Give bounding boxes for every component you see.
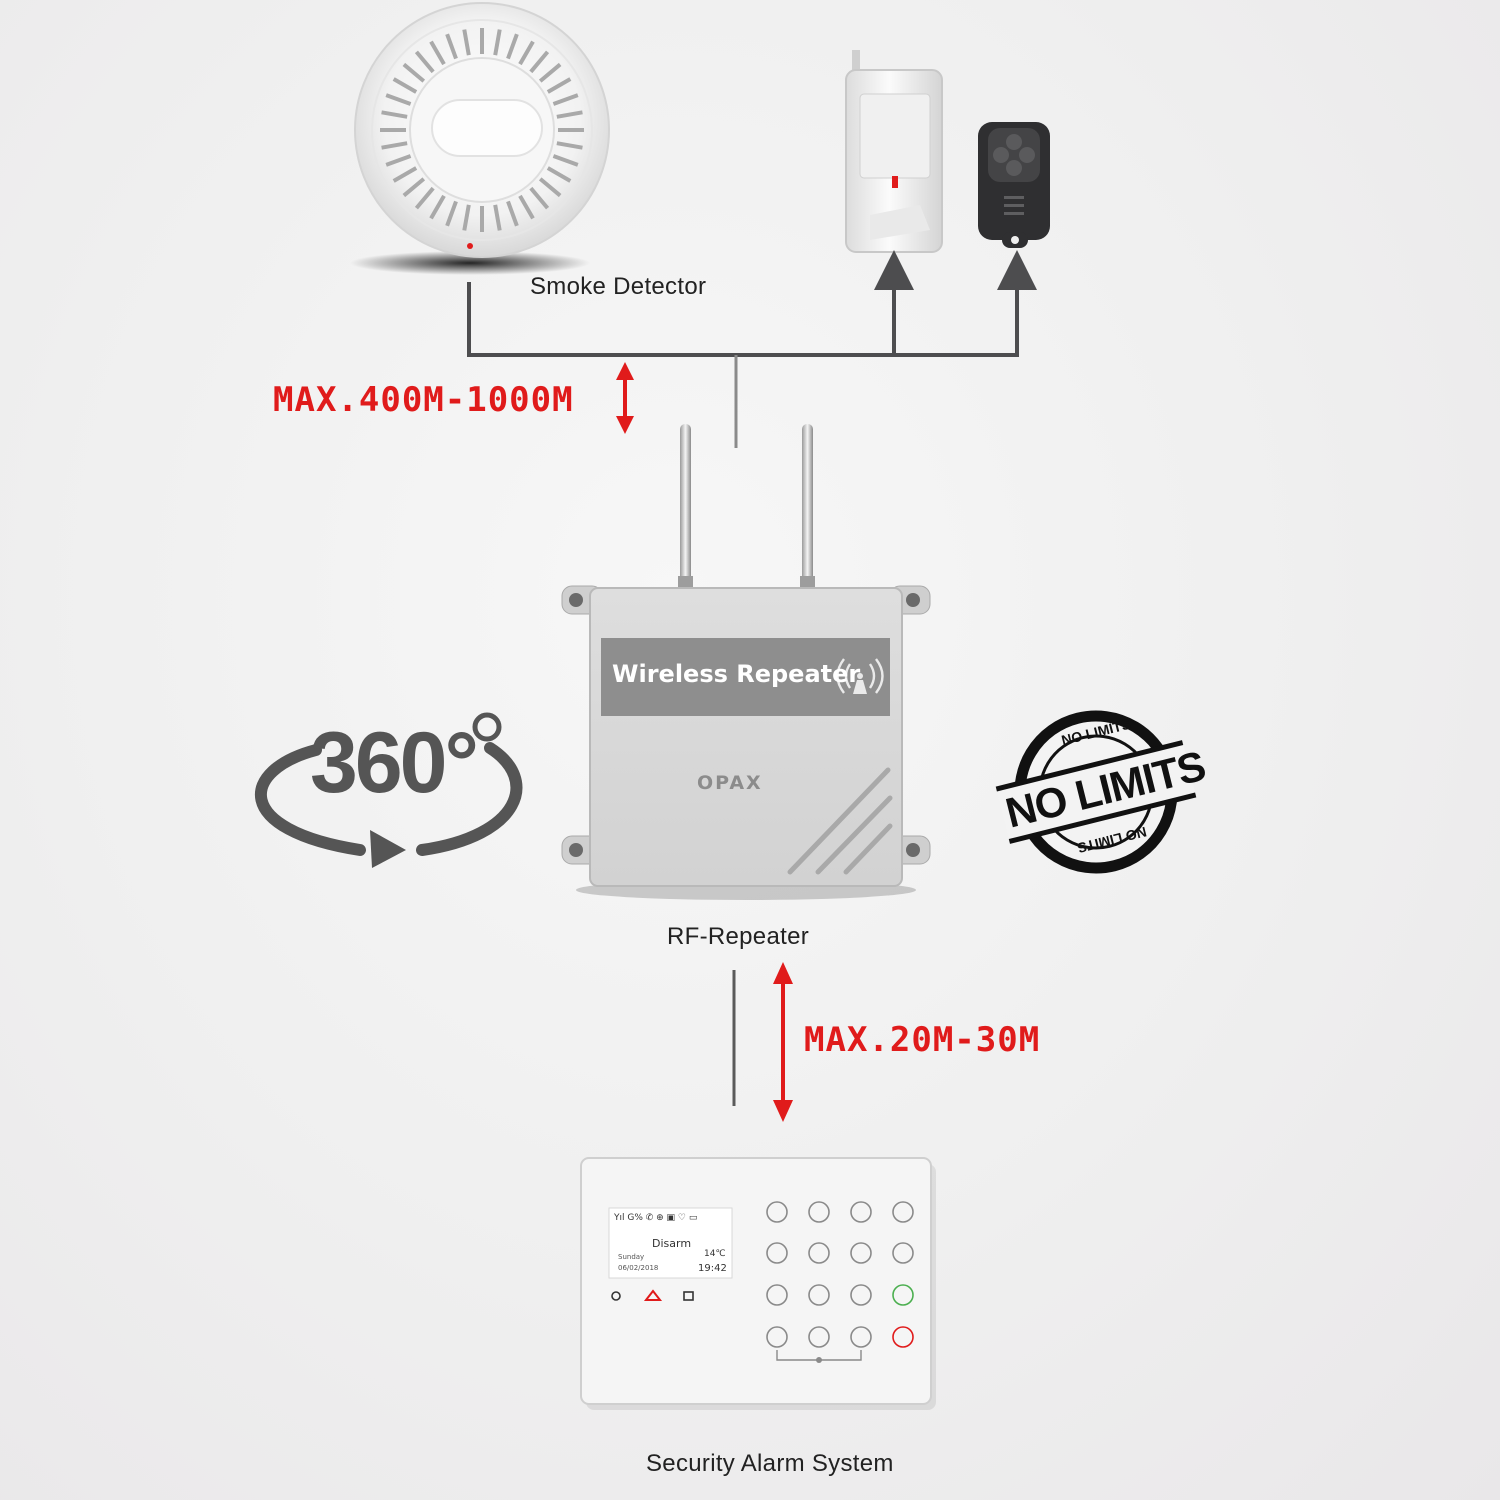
repeater-brand-logo: OPAX [697, 772, 763, 794]
alarm-screen-temperature: 14℃ [704, 1249, 726, 1259]
lower-range-label: MAX.20M-30M [804, 1020, 1041, 1060]
alarm-screen-status-icons: Yıl G% ✆ ⊕ ▣ ♡ ▭ [614, 1213, 698, 1223]
rotation-360-icon [254, 712, 523, 868]
alarm-screen-time: 19:42 [698, 1263, 727, 1274]
no-limits-stamp [995, 710, 1197, 874]
alarm-keypad-device [580, 1157, 936, 1410]
alarm-screen-mode: Disarm [652, 1237, 692, 1250]
remote-key-fob [978, 122, 1050, 248]
smoke-detector [350, 2, 610, 275]
smoke-detector-label: Smoke Detector [530, 273, 707, 300]
repeater-panel-title: Wireless Repeater [612, 660, 861, 688]
upper-range-arrow [616, 362, 634, 434]
security-alarm-label: Security Alarm System [646, 1450, 894, 1477]
rotation-360-text: 360° [310, 715, 479, 811]
lower-range-arrow [773, 962, 793, 1122]
upper-range-label: MAX.400M-1000M [273, 380, 574, 420]
wireless-repeater [561, 424, 931, 900]
sensor-connection-lines [467, 250, 1037, 448]
pir-motion-sensor [845, 50, 943, 253]
alarm-screen-day: Sunday [618, 1253, 645, 1261]
alarm-screen-date: 06/02/2018 [618, 1264, 659, 1272]
rf-repeater-label: RF-Repeater [667, 923, 810, 950]
